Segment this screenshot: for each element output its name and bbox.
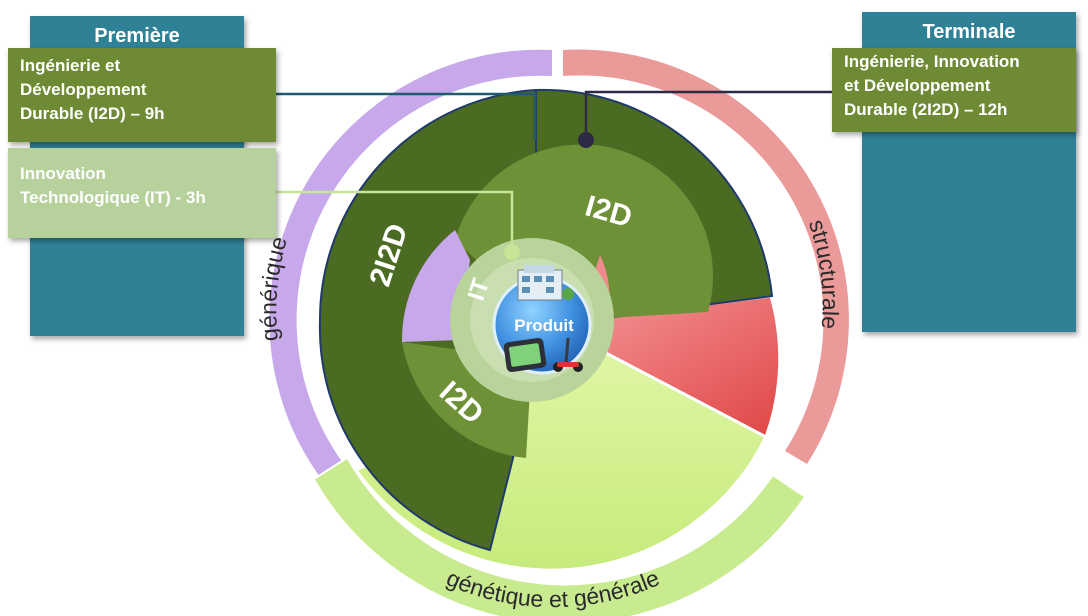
- terminale-title: Terminale: [922, 21, 1016, 43]
- connector-it-dot: [504, 244, 520, 260]
- 2i2d-box-line-1: Ingénierie, Innovation: [844, 52, 1020, 71]
- ring-genetique: [312, 456, 807, 616]
- connector-it: [276, 190, 514, 252]
- i2d-box-line-3: Durable (I2D) – 9h: [20, 104, 165, 123]
- smartphone-icon: [503, 338, 547, 372]
- it-box-line-2: Technologique (IT) - 3h: [20, 188, 206, 207]
- i2d-box: Ingénierie et Développement Durable (I2D…: [8, 48, 276, 142]
- it-box: Innovation Technologique (IT) - 3h: [8, 148, 276, 238]
- sector-i2d-left: [402, 342, 530, 458]
- premiere-title: Première: [94, 25, 180, 47]
- i2d-box-line-2: Développement: [20, 80, 147, 99]
- 2i2d-box-line-3: Durable (2I2D) – 12h: [844, 100, 1008, 119]
- 2i2d-box-line-2: et Développement: [844, 76, 991, 95]
- connector-2i2d: [584, 90, 832, 140]
- 2i2d-box: Ingénierie, Innovation et Développement …: [832, 48, 1076, 132]
- ring-structurale: [563, 49, 849, 465]
- it-box-line-1: Innovation: [20, 164, 106, 183]
- connector-2i2d-dot: [578, 132, 594, 148]
- ring-generique: [269, 49, 552, 477]
- i2d-box-line-1: Ingénierie et: [20, 56, 121, 75]
- building-icon: [517, 265, 574, 301]
- label-structurale: structurale: [804, 216, 844, 330]
- segway-icon: [553, 337, 583, 372]
- connector-i2d: [276, 92, 537, 140]
- label-produit: Produit: [514, 316, 574, 335]
